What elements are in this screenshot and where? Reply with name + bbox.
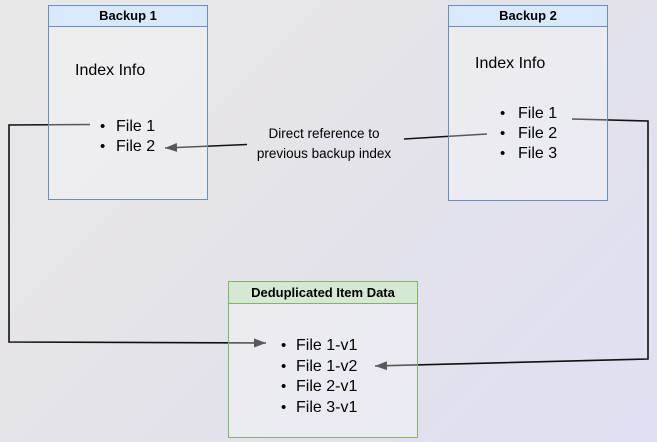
file-label: File 1-v2 <box>296 357 358 375</box>
dedup-box: Deduplicated Item Data • File 1-v1 • Fil… <box>228 281 418 438</box>
file-label: File 2 <box>518 125 558 142</box>
dedup-file-list: • File 1-v1 • File 1-v2 • File 2-v1 • Fi… <box>281 336 357 418</box>
backup2-title: Backup 2 <box>449 6 607 27</box>
bullet-icon: • <box>500 125 506 142</box>
list-item: • File 3-v1 <box>281 398 357 419</box>
list-item: • File 1-v2 <box>281 357 357 378</box>
backup2-index-info-label: Index Info <box>475 55 546 72</box>
bullet-icon: • <box>281 398 287 416</box>
file-label: File 1 <box>518 105 558 122</box>
backup1-file-list: • File 1 • File 2 <box>100 117 155 157</box>
list-item: • File 1-v1 <box>281 336 357 357</box>
bullet-icon: • <box>281 337 287 354</box>
backup2-file-list: • File 1 • File 2 • File 3 <box>500 104 557 164</box>
backup1-title: Backup 1 <box>49 6 207 27</box>
bullet-icon: • <box>500 145 506 162</box>
file-label: File 2-v1 <box>296 378 358 395</box>
bullet-icon: • <box>281 378 287 395</box>
backup1-box: Backup 1 Index Info • File 1 • File 2 <box>48 5 208 200</box>
file-label: File 2 <box>116 138 156 155</box>
backup1-index-info-label: Index Info <box>75 62 146 79</box>
bullet-icon: • <box>500 105 506 122</box>
list-item: • File 1 <box>100 117 155 137</box>
backup2-box: Backup 2 Index Info • File 1 • File 2 • … <box>448 5 608 201</box>
file-label: File 3 <box>518 145 558 162</box>
dedup-title: Deduplicated Item Data <box>229 282 417 304</box>
list-item: • File 2 <box>100 137 155 157</box>
file-label: File 1-v1 <box>296 337 358 354</box>
list-item: • File 2 <box>500 124 557 144</box>
list-item: • File 2-v1 <box>281 377 357 398</box>
file-label: File 3-v1 <box>296 398 358 416</box>
bullet-icon: • <box>100 138 106 155</box>
bullet-icon: • <box>100 118 106 135</box>
list-item: • File 1 <box>500 104 557 124</box>
file-label: File 1 <box>116 118 156 135</box>
annotation-direct-reference: Direct reference to previous backup inde… <box>256 126 392 161</box>
list-item: • File 3 <box>500 144 557 164</box>
bullet-icon: • <box>281 357 287 375</box>
